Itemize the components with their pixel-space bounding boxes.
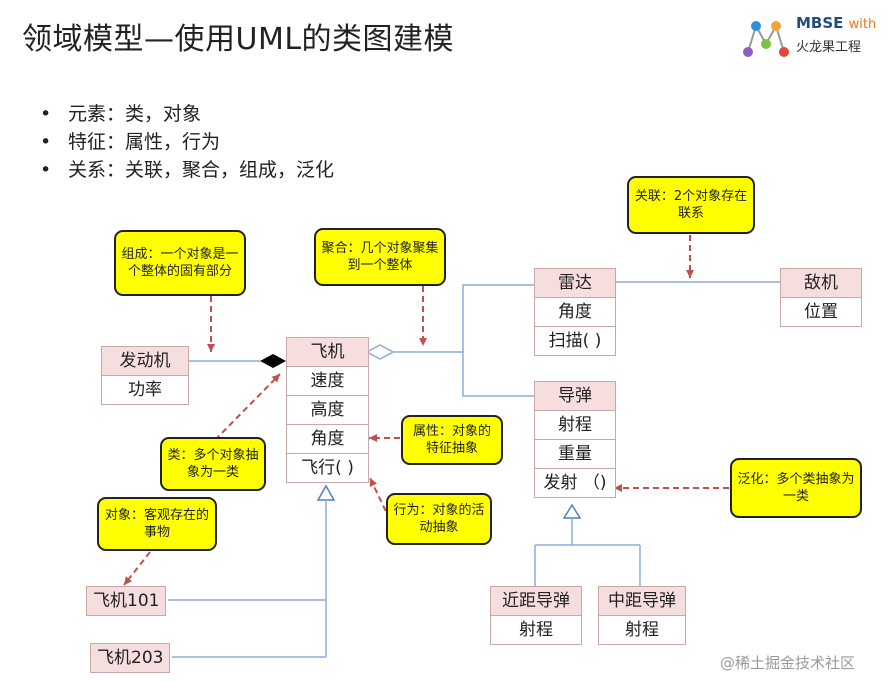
watermark: @稀土掘金技术社区 bbox=[720, 654, 856, 672]
note-attribute: 属性：对象的特征抽象 bbox=[401, 415, 503, 465]
logo-org: 火龙果工程 bbox=[796, 40, 862, 55]
note-aggregation: 聚合：几个对象聚集到一个整体 bbox=[314, 228, 446, 286]
note-object: 对象：客观存在的事物 bbox=[97, 497, 217, 551]
class-plane: 飞机 速度 高度 角度 飞行( ) bbox=[286, 337, 369, 483]
class-name: 雷达 bbox=[535, 269, 615, 297]
class-radar: 雷达 角度 扫描( ) bbox=[534, 268, 616, 356]
class-name: 敌机 bbox=[781, 269, 861, 297]
class-attr: 位置 bbox=[781, 297, 861, 326]
logo: MBSE with 火龙果工程 bbox=[738, 12, 888, 62]
class-attr: 高度 bbox=[287, 395, 368, 424]
note-class: 类：多个对象抽象为一类 bbox=[160, 437, 266, 491]
class-name: 导弹 bbox=[535, 382, 615, 410]
class-enemy: 敌机 位置 bbox=[780, 268, 862, 327]
bullet-item: •关系：关联，聚合，组成，泛化 bbox=[40, 159, 335, 181]
class-mid-missile: 中距导弹 射程 bbox=[598, 586, 686, 645]
class-attr: 重量 bbox=[535, 439, 615, 468]
class-op: 扫描( ) bbox=[535, 326, 615, 355]
bullet-item: •特征：属性，行为 bbox=[40, 131, 221, 153]
note-generalization: 泛化：多个类抽象为一类 bbox=[730, 458, 862, 518]
class-short-missile: 近距导弹 射程 bbox=[490, 586, 582, 645]
aggregation-diamond bbox=[365, 344, 395, 360]
composition-diamond bbox=[260, 354, 286, 368]
bullet-item: •元素：类，对象 bbox=[40, 103, 202, 125]
class-attr: 射程 bbox=[535, 410, 615, 439]
class-name: 发动机 bbox=[102, 347, 188, 375]
class-name: 近距导弹 bbox=[491, 587, 581, 615]
object-plane-101: 飞机101 bbox=[86, 586, 167, 616]
note-composition: 组成：一个对象是一个整体的固有部分 bbox=[114, 230, 246, 296]
class-attr: 角度 bbox=[287, 424, 368, 453]
class-name: 飞机 bbox=[287, 338, 368, 366]
class-attr: 射程 bbox=[599, 615, 685, 644]
bullet-list: •元素：类，对象 •特征：属性，行为 •关系：关联，聚合，组成，泛化 bbox=[40, 100, 334, 184]
class-op: 发射 （) bbox=[535, 468, 615, 497]
class-attr: 速度 bbox=[287, 366, 368, 395]
class-engine: 发动机 功率 bbox=[101, 346, 189, 405]
class-name: 中距导弹 bbox=[599, 587, 685, 615]
note-behavior: 行为：对象的活动抽象 bbox=[386, 493, 492, 545]
class-op: 飞行( ) bbox=[287, 453, 368, 482]
page-title: 领域模型—使用UML的类图建模 bbox=[22, 22, 455, 57]
class-attr: 射程 bbox=[491, 615, 581, 644]
missile-triangle bbox=[562, 503, 582, 519]
object-plane-203: 飞机203 bbox=[90, 643, 171, 673]
class-attr: 角度 bbox=[535, 297, 615, 326]
note-association: 关联：2个对象存在联系 bbox=[627, 176, 755, 234]
logo-icon bbox=[743, 21, 789, 57]
class-attr: 功率 bbox=[102, 375, 188, 404]
plane-triangle bbox=[316, 484, 336, 501]
class-missile: 导弹 射程 重量 发射 （) bbox=[534, 381, 616, 498]
logo-brand: MBSE with bbox=[796, 14, 877, 32]
